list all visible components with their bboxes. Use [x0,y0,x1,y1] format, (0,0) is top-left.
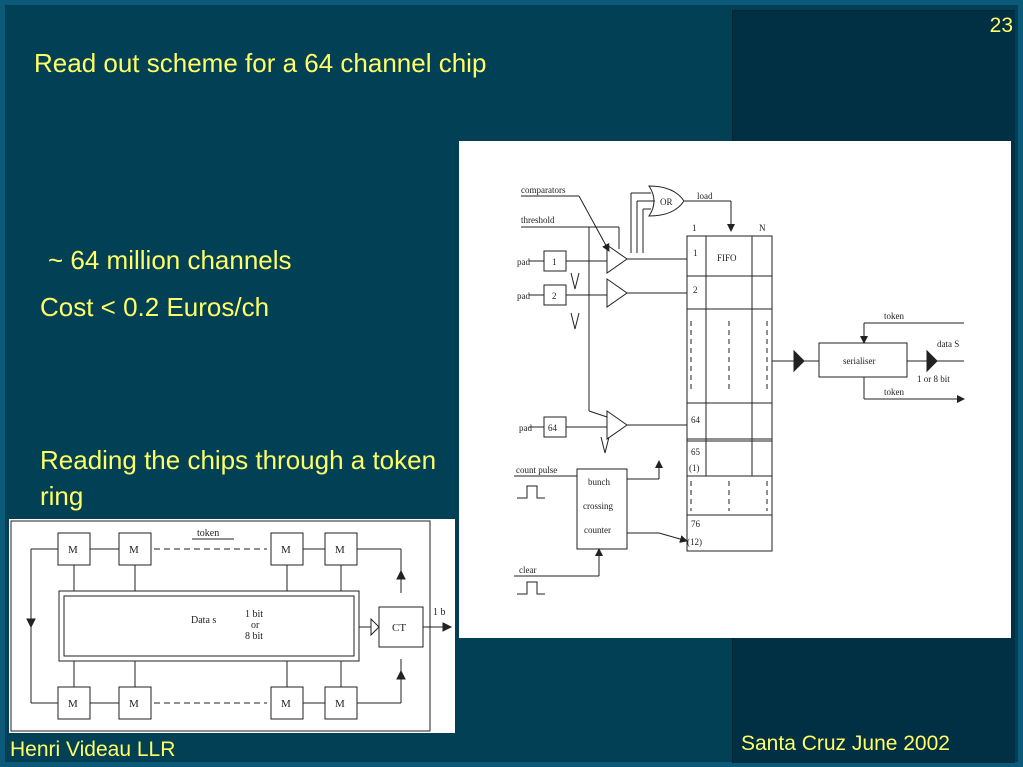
label-data-s: data S [937,339,959,349]
row-1: 1 [693,248,698,258]
readout-scheme-figure: comparators threshold OR load pad pad pa… [459,141,1011,638]
label-pad-1: pad [517,257,530,267]
ring-token-label: token [197,528,219,539]
ring-ct-label: CT [392,622,406,634]
module-top-2: M [129,544,139,556]
row-76: 76 [691,519,701,529]
row-65-sub: (1) [689,463,700,473]
row-2: 2 [693,285,698,295]
label-count-pulse: count pulse [516,465,557,475]
label-or: OR [660,197,673,207]
label-counter: counter [584,525,611,535]
ring-bits-1: 1 bit [245,609,263,620]
ring-bits-8: 8 bit [245,631,263,642]
pad-number-1: 1 [552,257,557,267]
label-col-1: 1 [692,223,697,233]
slide-title: Read out scheme for a 64 channel chip [34,48,487,78]
module-bottom-1: M [68,698,78,710]
label-threshold: threshold [521,215,555,225]
module-top-4: M [335,544,345,556]
label-crossing: crossing [583,501,613,511]
label-bits: 1 or 8 bit [917,374,950,384]
footer-author: Henri Videau LLR [10,738,176,761]
footer-venue: Santa Cruz June 2002 [741,732,950,755]
readout-scheme-svg: comparators threshold OR load pad pad pa… [514,185,965,595]
label-comparators: comparators [521,185,566,195]
label-load: load [697,191,713,201]
label-token-in: token [884,311,904,321]
module-top-3: M [281,544,291,556]
ring-out-label: 1 b [433,607,446,618]
label-serialiser: serialiser [843,356,875,366]
token-ring-figure: M M M M M M M M token Data s 1 bit or 8 … [9,519,455,733]
token-ring-svg: M M M M M M M M token Data s 1 bit or 8 … [10,520,453,732]
bullet-channels: ~ 64 million channels [48,245,292,275]
label-token-out: token [884,387,904,397]
module-bottom-4: M [335,698,345,710]
label-fifo: FIFO [717,253,737,263]
pad-number-64: 64 [548,423,558,433]
row-64: 64 [691,415,701,425]
slide-number: 23 [989,14,1013,37]
module-top-1: M [68,544,78,556]
module-bottom-2: M [129,698,139,710]
row-76-sub: (12) [687,537,702,547]
label-clear: clear [519,565,536,575]
ring-bits-or: or [251,620,260,631]
label-pad-2: pad [517,291,530,301]
ring-data-label: Data s [191,615,216,626]
bullet-cost: Cost < 0.2 Euros/ch [40,292,270,322]
token-ring-text: Reading the chips through a token ring [40,445,437,511]
label-pad-64: pad [519,423,532,433]
label-bunch: bunch [588,477,610,487]
module-bottom-3: M [281,698,291,710]
label-col-n: N [759,223,766,233]
row-65: 65 [691,447,701,457]
pad-number-2: 2 [552,291,557,301]
